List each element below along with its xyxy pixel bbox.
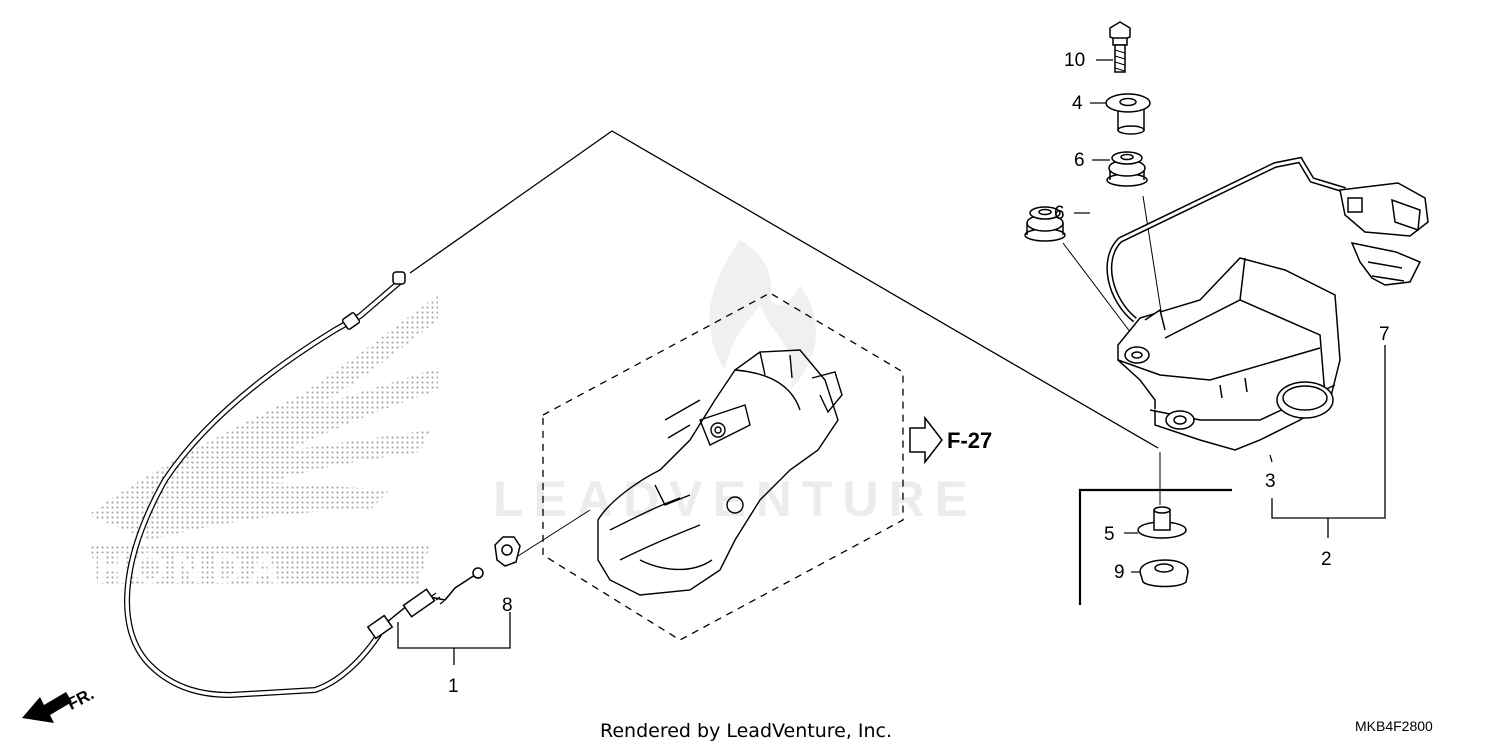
collar-part-4 xyxy=(1105,93,1151,135)
frame-bracket-drawing xyxy=(597,349,843,596)
nut-part-9 xyxy=(1139,559,1189,588)
group-bracket-1 xyxy=(397,612,511,665)
leadventure-flame-watermark xyxy=(709,240,817,390)
diagram-code: MKB4F2800 xyxy=(1355,718,1433,734)
nut-part-8 xyxy=(494,536,521,567)
leadventure-text-watermark: LEADVENTURE xyxy=(493,471,979,527)
render-credit: Rendered by LeadVenture, Inc. xyxy=(600,720,893,742)
hollow-right-arrow-icon xyxy=(909,415,943,465)
honda-logo-text: HONDA xyxy=(95,544,286,593)
callout-6-upper: 6 xyxy=(1074,150,1085,171)
reference-label[interactable]: F-27 xyxy=(947,428,993,453)
grommet-part-6-lower xyxy=(1024,206,1066,242)
honda-wing-logo: HONDA xyxy=(88,295,438,593)
collar-part-5 xyxy=(1137,506,1187,539)
callout-4: 4 xyxy=(1072,93,1083,114)
callout-5: 5 xyxy=(1104,524,1115,545)
front-direction-arrow-icon xyxy=(22,692,72,723)
callout-3: 3 xyxy=(1265,471,1276,492)
callout-1: 1 xyxy=(448,676,459,697)
callout-9: 9 xyxy=(1114,562,1125,583)
group-bracket-left xyxy=(1078,488,1232,605)
callout-10: 10 xyxy=(1064,50,1086,71)
servo-actuator-part-3 xyxy=(1106,156,1429,451)
callout-2: 2 xyxy=(1321,549,1332,570)
leader-line-nut xyxy=(517,509,591,557)
dashed-bracket-frame xyxy=(542,292,904,641)
callout-7: 7 xyxy=(1379,324,1390,345)
control-cable xyxy=(124,271,484,699)
group-bracket-2 xyxy=(1269,345,1386,538)
callout-6-lower: 6 xyxy=(1054,203,1065,224)
grommet-part-6-upper xyxy=(1106,151,1148,187)
leader-line-cable-to-actuator xyxy=(409,130,1159,449)
bolt-part-10 xyxy=(1109,21,1131,73)
callout-8: 8 xyxy=(502,595,513,616)
